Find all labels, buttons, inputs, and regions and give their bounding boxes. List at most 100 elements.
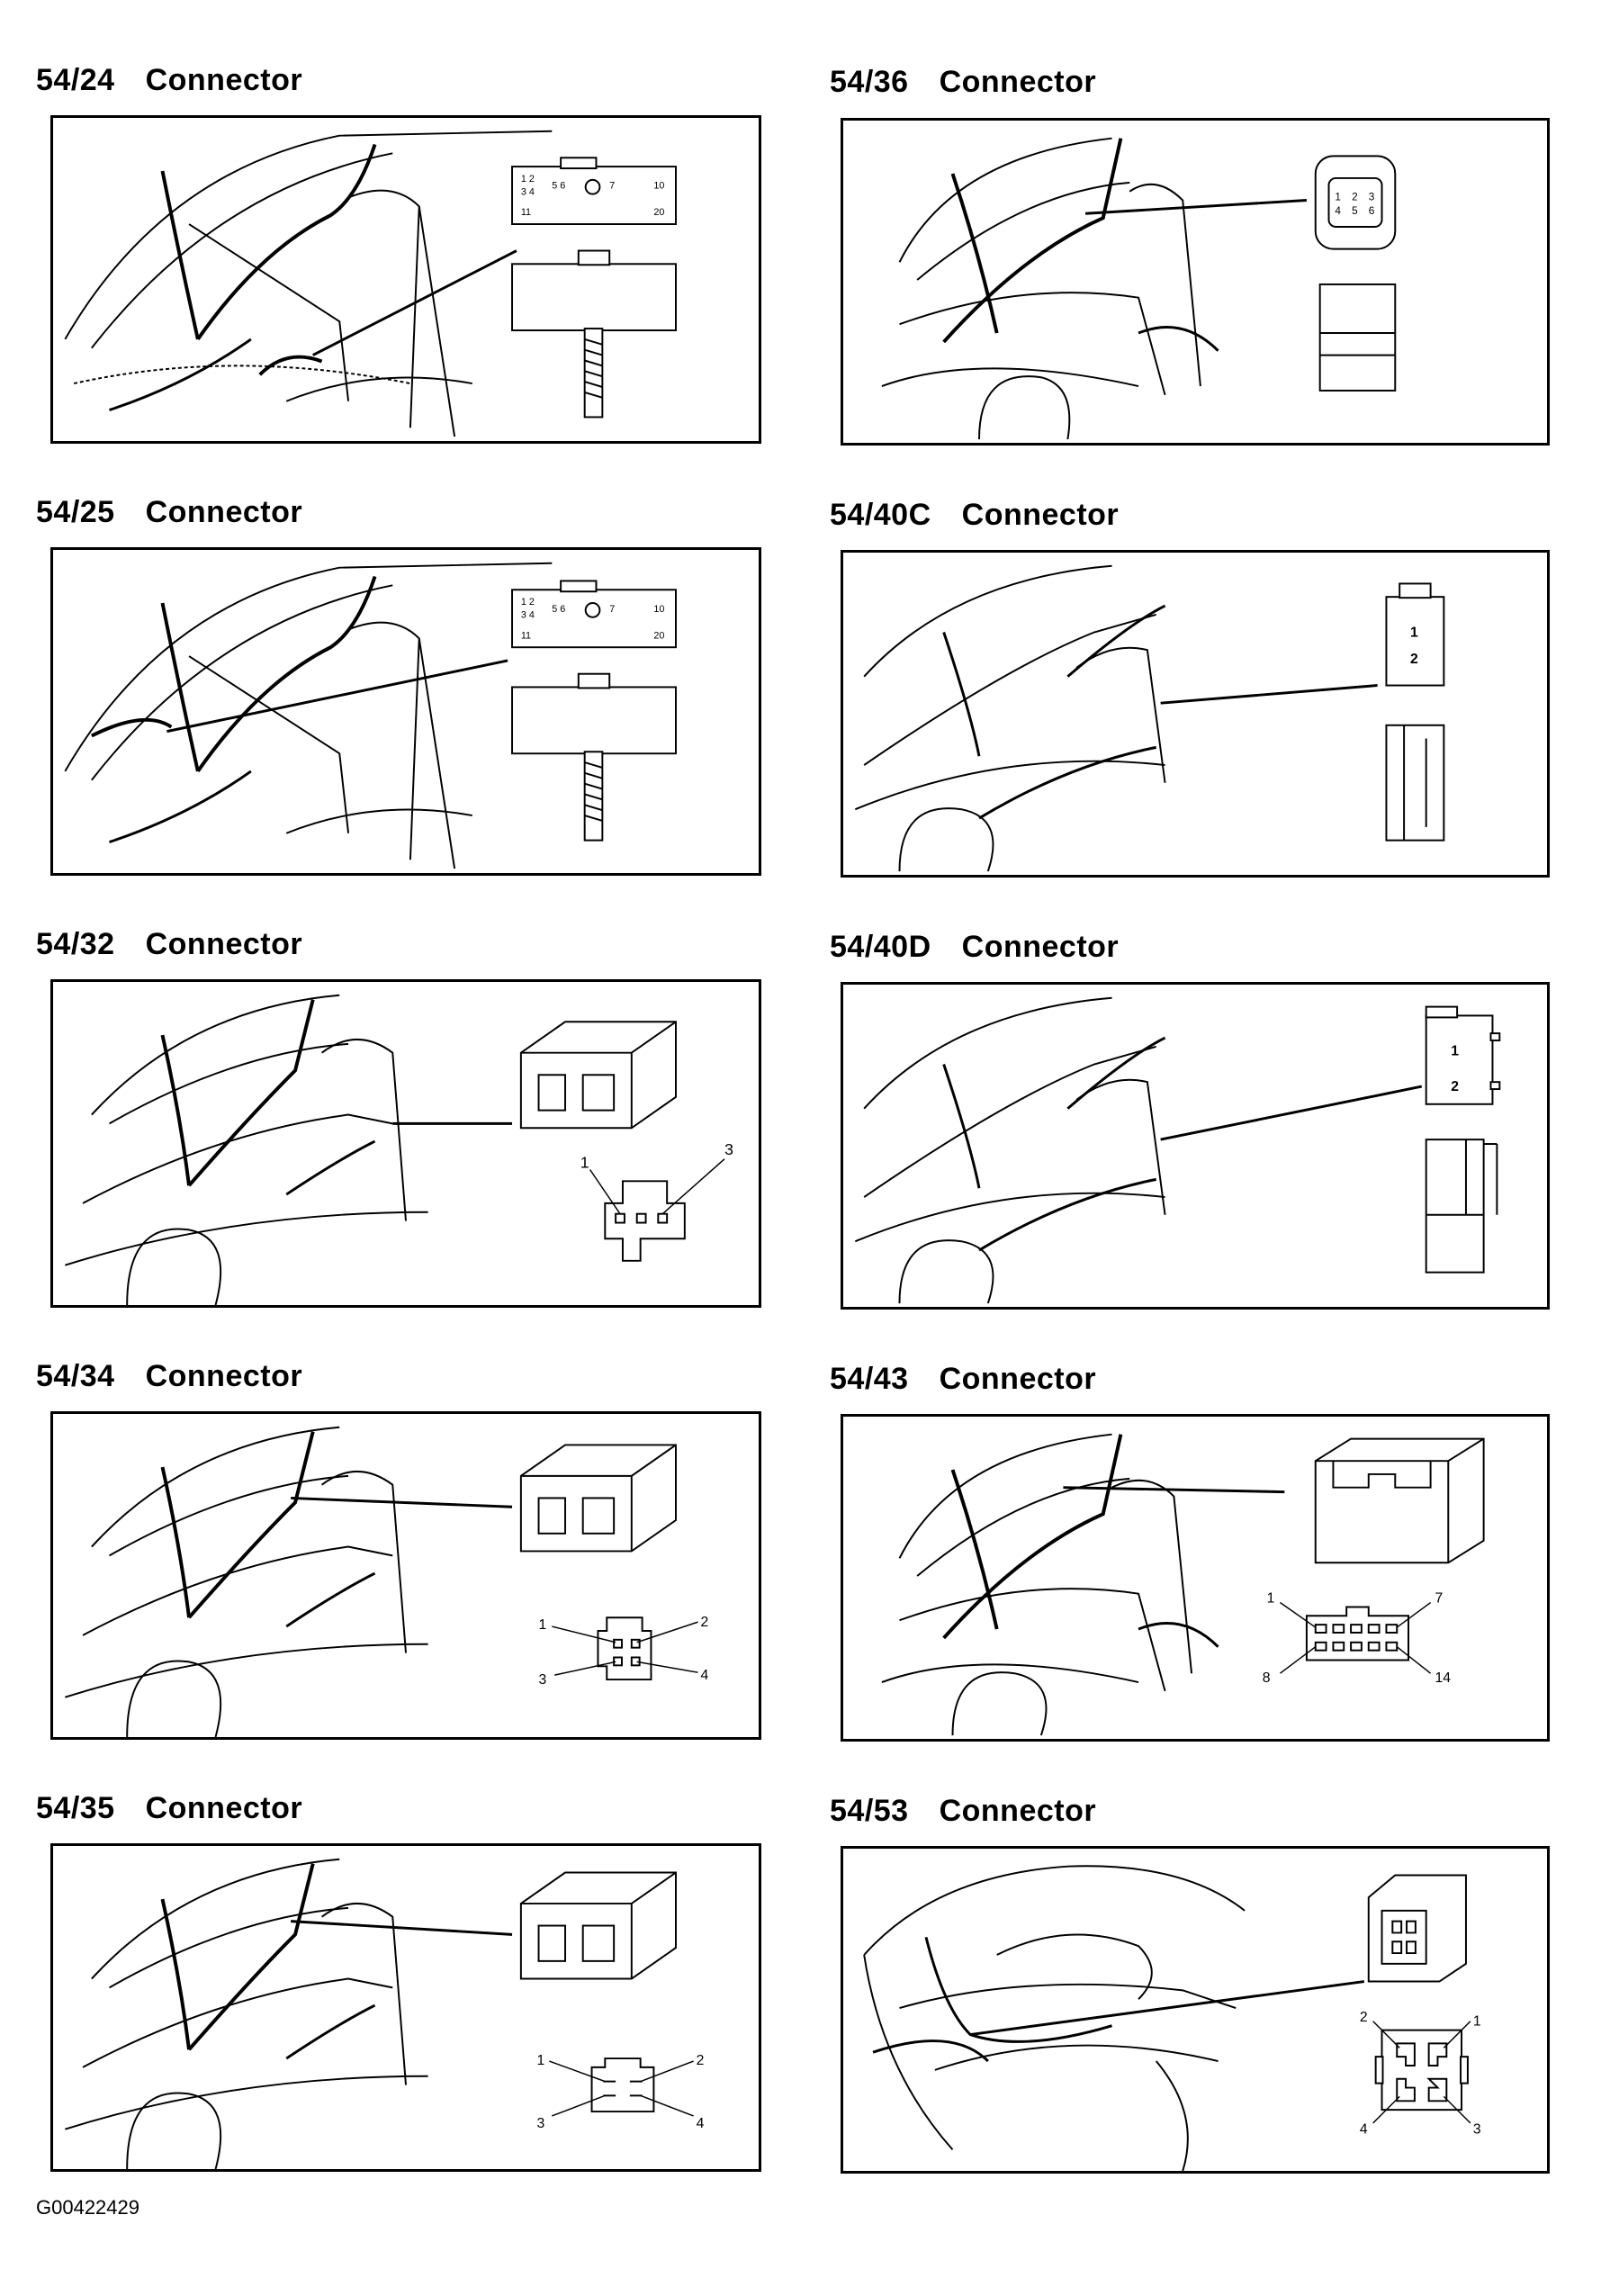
- leader-line: [1084, 199, 1308, 215]
- leader-line: [291, 1496, 513, 1508]
- car-wiring-diagram: 1 3: [65, 994, 733, 1305]
- svg-text:3: 3: [1473, 2122, 1481, 2138]
- pinout-diagram: 1 2 3 4: [537, 2053, 705, 2131]
- panel-54-25: 1 2 3 4 5 6 7 10 11 20: [50, 547, 761, 876]
- connector-side-icon: [1385, 724, 1445, 842]
- leader-line: [166, 659, 508, 734]
- svg-text:3 4: 3 4: [521, 610, 535, 621]
- svg-text:3: 3: [1369, 191, 1375, 203]
- connector-side-icon: [511, 672, 677, 842]
- pinout-diagram: 2 1 4 3: [1360, 2010, 1481, 2138]
- connector-body-icon: [1314, 1437, 1485, 1564]
- svg-text:4: 4: [1335, 204, 1341, 217]
- svg-text:1: 1: [537, 2053, 545, 2068]
- pinout-diagram: 1 2 3 4: [539, 1615, 709, 1688]
- svg-text:7: 7: [609, 181, 615, 192]
- svg-text:3: 3: [724, 1140, 733, 1158]
- connector-body-icon: [519, 1444, 677, 1553]
- svg-text:5 6: 5 6: [552, 604, 565, 615]
- svg-text:3 4: 3 4: [521, 187, 535, 198]
- panel-54-53: 2 1 4 3: [841, 1846, 1550, 2174]
- leader-line: [312, 249, 517, 356]
- svg-text:7: 7: [1435, 1591, 1444, 1607]
- svg-text:1 2: 1 2: [521, 174, 535, 185]
- connector-body-icon: [519, 1021, 677, 1130]
- panel-54-43: 1 7 8 14: [841, 1414, 1550, 1742]
- svg-text:1: 1: [1473, 2014, 1481, 2030]
- car-wiring-diagram: 1 2 3 4: [65, 1858, 705, 2169]
- svg-text:4: 4: [701, 1668, 709, 1683]
- svg-text:8: 8: [1263, 1670, 1271, 1686]
- connector-side-icon: [1318, 283, 1397, 392]
- car-wiring-diagram: 1 2: [854, 996, 1501, 1304]
- leader-line: [1160, 684, 1378, 705]
- svg-text:10: 10: [653, 604, 664, 615]
- svg-text:2: 2: [697, 2053, 705, 2068]
- panel-54-34: 1 2 3 4: [50, 1411, 761, 1740]
- pinout-diagram: 1 7 8 14: [1263, 1591, 1452, 1687]
- leader-line: [1160, 1085, 1423, 1141]
- svg-text:5 6: 5 6: [552, 181, 565, 192]
- svg-text:1: 1: [1267, 1591, 1275, 1607]
- panel-54-40c: 1 2: [841, 550, 1550, 878]
- svg-text:10: 10: [653, 181, 664, 192]
- svg-text:1: 1: [1410, 625, 1418, 640]
- svg-text:20: 20: [653, 630, 664, 641]
- svg-text:1: 1: [539, 1617, 547, 1633]
- svg-text:5: 5: [1352, 204, 1358, 217]
- panel-54-40d: 1 2: [841, 982, 1550, 1310]
- leader-line: [291, 1920, 513, 1936]
- connector-face-icon: 1 2: [1425, 1005, 1501, 1105]
- svg-text:2: 2: [1410, 652, 1418, 667]
- connector-body-icon: [519, 1871, 677, 1980]
- connector-side-icon: [511, 249, 677, 419]
- engine-bay-wiring-diagram: 2 1 4 3: [863, 1865, 1481, 2171]
- figure-id: G00422429: [36, 2196, 139, 2219]
- svg-text:11: 11: [521, 207, 531, 218]
- car-wiring-diagram: 1 2 3 4 5 6 7 10 11 20: [64, 562, 677, 869]
- svg-text:4: 4: [697, 2116, 705, 2131]
- svg-text:1 2: 1 2: [521, 597, 535, 608]
- svg-text:2: 2: [1360, 2010, 1368, 2025]
- svg-text:11: 11: [521, 630, 531, 641]
- svg-text:14: 14: [1435, 1670, 1452, 1686]
- svg-text:2: 2: [1352, 191, 1358, 203]
- car-wiring-diagram: 1 7 8 14: [881, 1433, 1485, 1736]
- svg-text:2: 2: [701, 1615, 709, 1630]
- svg-text:3: 3: [537, 2116, 545, 2131]
- connector-side-icon: [1425, 1139, 1498, 1274]
- svg-text:6: 6: [1369, 204, 1375, 217]
- car-wiring-diagram: 1 2 3 4 5 6 7 10 11 20: [64, 130, 677, 437]
- leader-line: [969, 1980, 1365, 2037]
- svg-text:7: 7: [609, 604, 615, 615]
- svg-text:3: 3: [539, 1672, 547, 1688]
- svg-text:2: 2: [1451, 1079, 1459, 1094]
- panel-54-24: 1 2 3 4 5 6 7 10 11 20: [50, 115, 761, 444]
- svg-text:4: 4: [1360, 2122, 1368, 2138]
- panel-54-32: 1 3: [50, 979, 761, 1308]
- connector-face-icon: 1 2 3 4 5 6 7 10 11 20: [511, 157, 677, 226]
- svg-text:20: 20: [653, 207, 664, 218]
- car-wiring-diagram: 1 2 3 4: [65, 1426, 709, 1737]
- svg-text:1: 1: [1335, 191, 1341, 203]
- svg-text:1: 1: [580, 1154, 589, 1172]
- connector-face-icon: 1 2 3 4 5 6 7 10 11 20: [511, 580, 677, 649]
- svg-text:1: 1: [1451, 1044, 1459, 1059]
- connector-body-icon: [1367, 1874, 1467, 1983]
- panel-54-35: 1 2 3 4: [50, 1843, 761, 2172]
- connector-face-icon: 1 2: [1385, 582, 1445, 687]
- car-wiring-diagram: 1 2: [854, 564, 1445, 872]
